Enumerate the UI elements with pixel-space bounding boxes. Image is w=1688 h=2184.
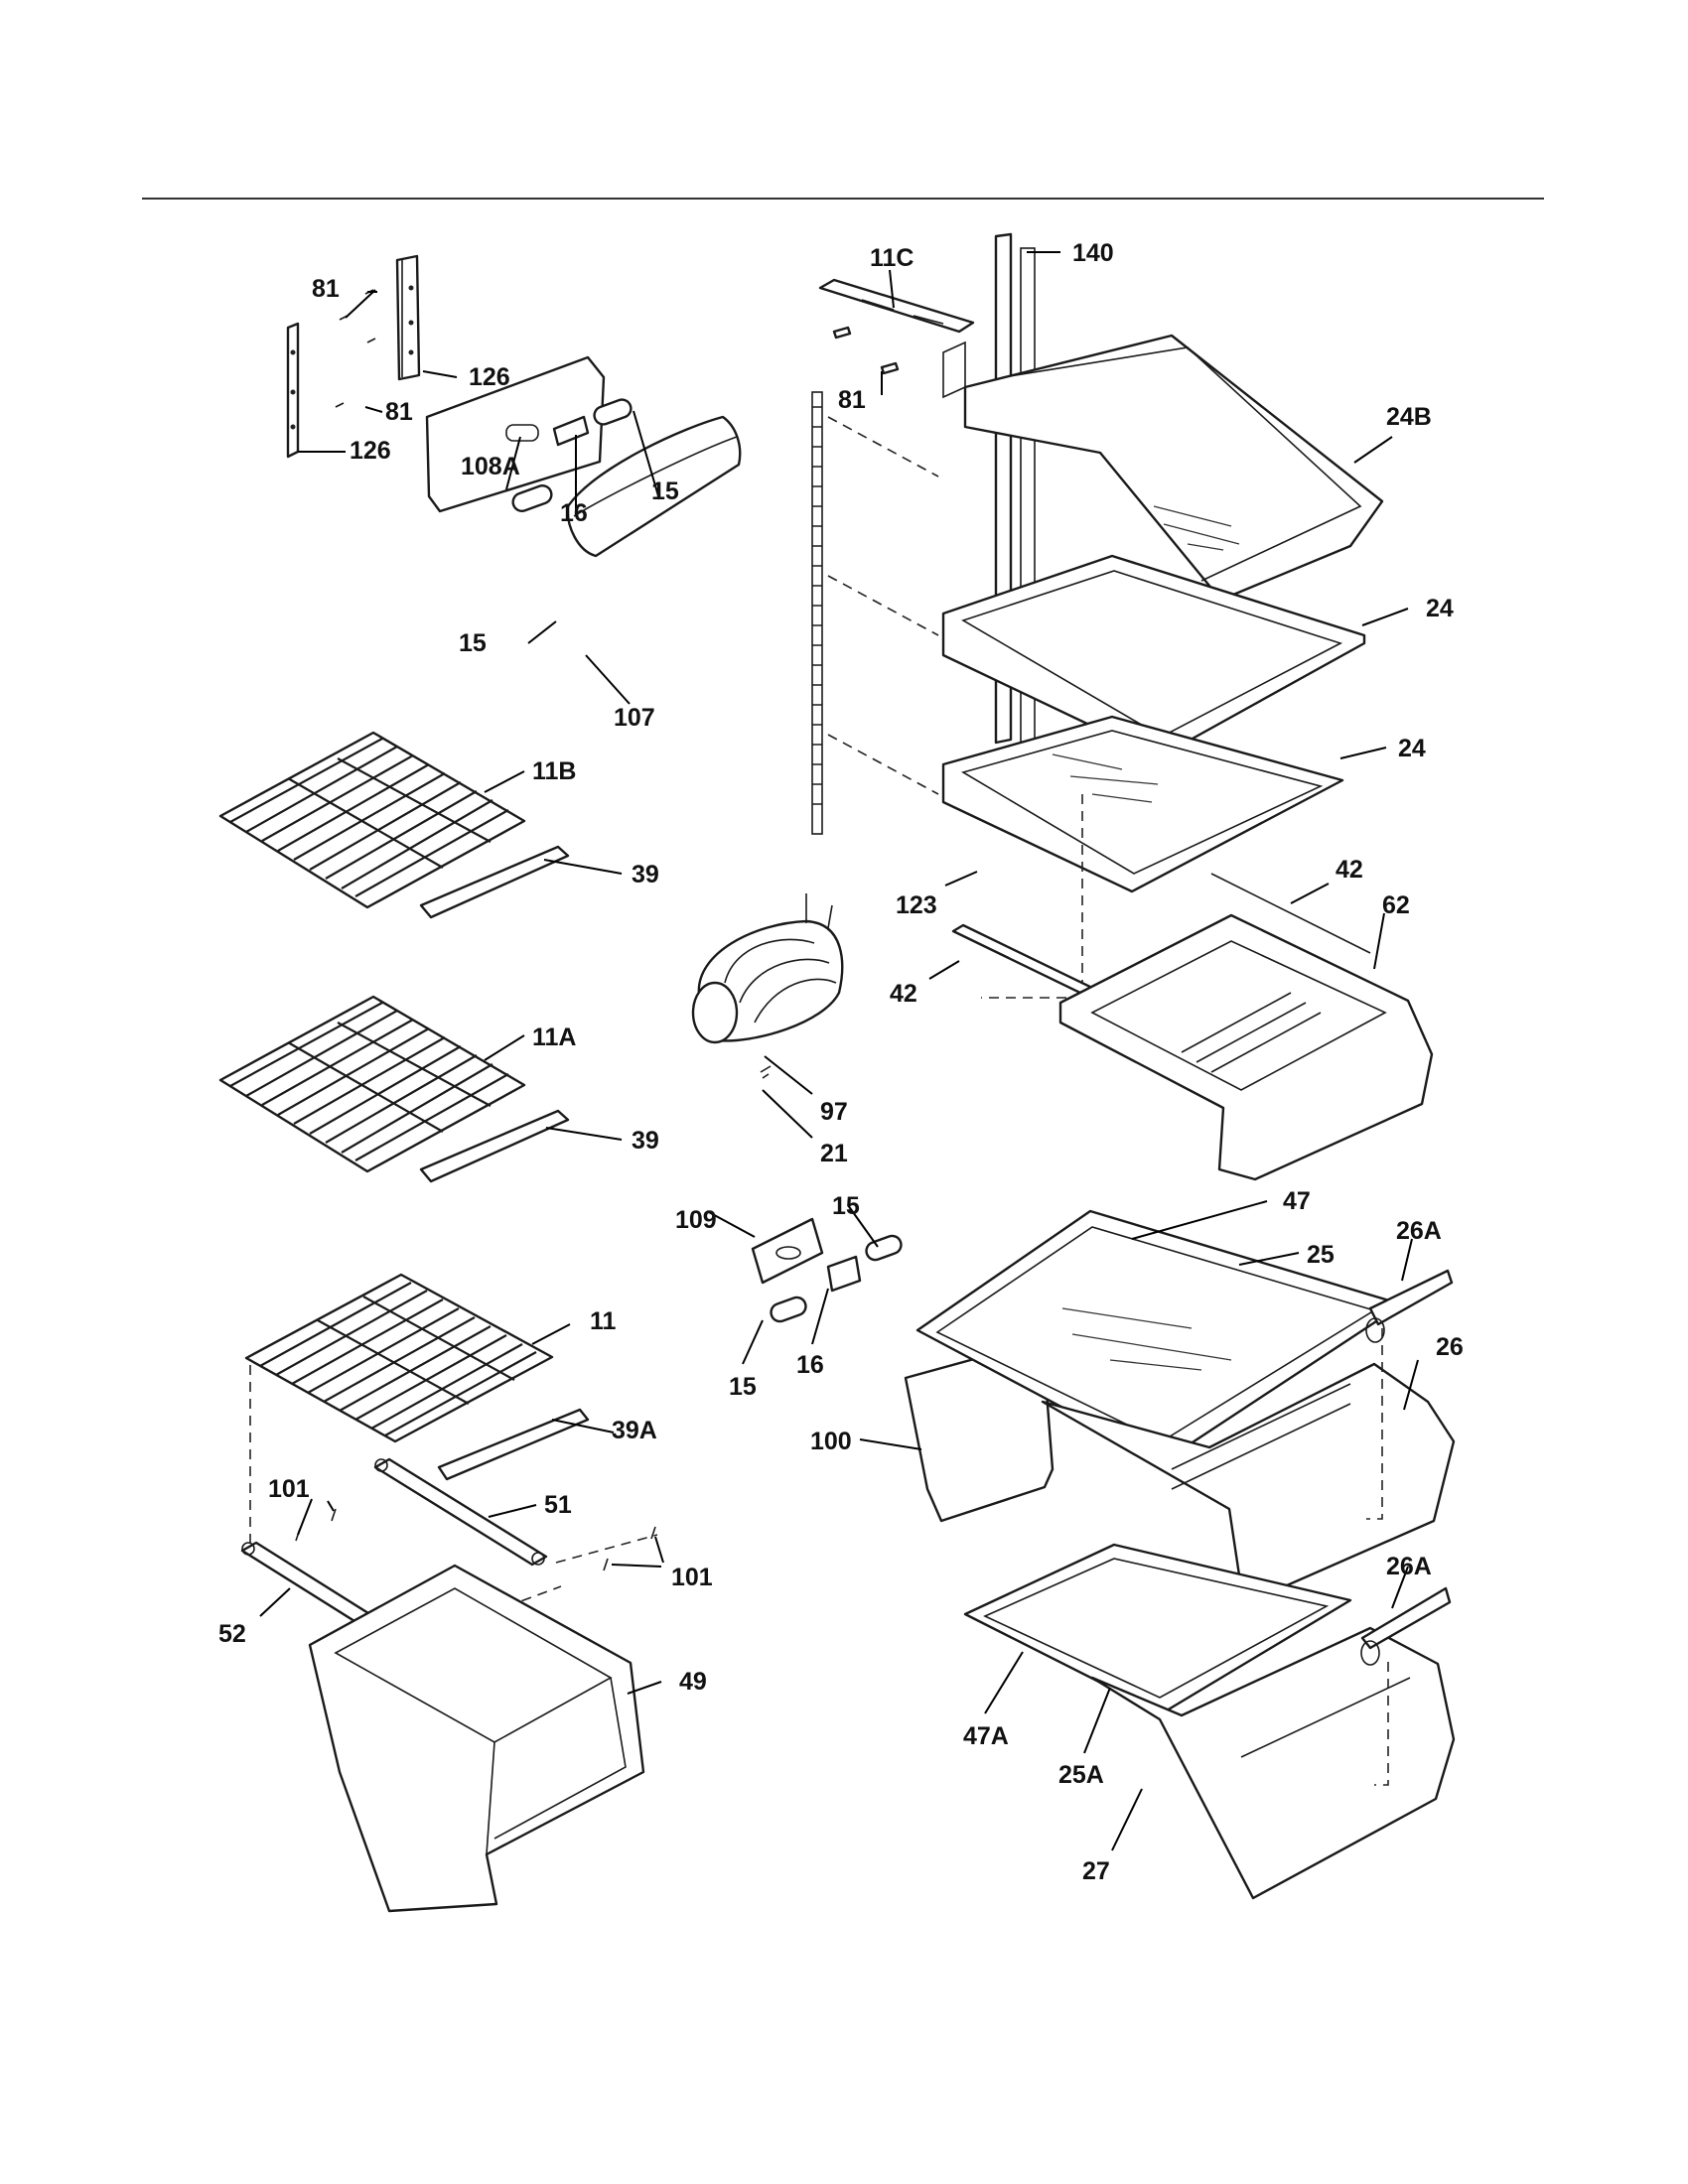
- bin-49: [308, 1564, 645, 1913]
- callout-97: 97: [820, 1098, 848, 1126]
- callout-81: 81: [312, 275, 340, 303]
- guide-lines-shelves: [827, 416, 1083, 999]
- callout-21: 21: [820, 1140, 848, 1167]
- guide-lines-drawers: [1366, 1328, 1389, 1786]
- callout-107: 107: [614, 704, 655, 732]
- callout-109: 109: [675, 1206, 717, 1234]
- callout-126: 126: [469, 363, 510, 391]
- socket-16-top: [552, 415, 590, 447]
- callout-24B: 24B: [1386, 403, 1432, 431]
- shelf-ladder-left: [811, 391, 823, 835]
- rail-bracket-11C: [818, 278, 975, 334]
- leader-lines: [259, 251, 1419, 1851]
- callout-42: 42: [1336, 856, 1363, 884]
- callout-51: 51: [544, 1491, 572, 1519]
- callout-47: 47: [1283, 1187, 1311, 1215]
- bulb-15-lower: [511, 484, 553, 512]
- callout-25A: 25A: [1058, 1761, 1104, 1789]
- shelf-trim-39A: [437, 1408, 590, 1481]
- crisper-rail-42-right: [1210, 873, 1371, 954]
- slide-26A-bottom: [1360, 1586, 1452, 1666]
- drawer-27: [1090, 1626, 1456, 1900]
- slide-26A-top: [1365, 1269, 1454, 1343]
- callout-123: 123: [896, 891, 937, 919]
- callout-39: 39: [632, 861, 659, 888]
- callout-101: 101: [268, 1475, 310, 1503]
- callout-140: 140: [1072, 239, 1114, 267]
- callout-26A: 26A: [1396, 1217, 1442, 1245]
- bulb-15-right: [865, 1234, 903, 1262]
- callout-49: 49: [679, 1668, 707, 1696]
- callout-108A: 108A: [461, 453, 520, 480]
- crisper-drawer-62: [1058, 913, 1434, 1181]
- wire-shelf-11: [244, 1273, 554, 1443]
- glass-shelf-24-upper: [941, 554, 1366, 756]
- drawer-26: [1041, 1362, 1456, 1602]
- callout-11A: 11A: [532, 1024, 576, 1051]
- callout-25: 25: [1307, 1241, 1335, 1269]
- callout-16: 16: [796, 1351, 824, 1379]
- light-housing-108A: [425, 355, 606, 513]
- light-cover-109: [751, 1217, 824, 1285]
- wire-shelf-11A: [218, 995, 526, 1173]
- callout-11B: 11B: [532, 757, 576, 785]
- shelf-trim-39-upper: [419, 845, 570, 919]
- screws-81-center: [832, 326, 900, 375]
- callout-16: 16: [560, 499, 588, 527]
- callout-100: 100: [810, 1428, 852, 1455]
- bracket-126-left: [286, 322, 300, 459]
- glass-shelf-24-lower: [941, 715, 1344, 893]
- heater-97: [691, 893, 844, 1044]
- shelf-trim-39-lower: [419, 1109, 570, 1183]
- callout-52: 52: [218, 1620, 246, 1648]
- callout-15: 15: [832, 1192, 860, 1220]
- callout-15: 15: [459, 629, 487, 657]
- callout-11C: 11C: [870, 244, 914, 272]
- bracket-126-right: [395, 254, 421, 381]
- callout-24: 24: [1426, 595, 1454, 622]
- callout-27: 27: [1082, 1857, 1110, 1885]
- callout-24: 24: [1398, 735, 1426, 762]
- callout-47A: 47A: [963, 1722, 1009, 1750]
- callout-26: 26: [1436, 1333, 1464, 1361]
- callout-42: 42: [890, 980, 917, 1008]
- callout-101: 101: [671, 1564, 713, 1591]
- callout-62: 62: [1382, 891, 1410, 919]
- callout-81: 81: [838, 386, 866, 414]
- socket-16-bottom: [826, 1255, 862, 1293]
- callout-labels: 81 126 81 126 108A 16 15 15 107 11B 39 1…: [218, 239, 1464, 1885]
- callout-15: 15: [651, 478, 679, 505]
- callout-39: 39: [632, 1127, 659, 1155]
- callout-15: 15: [729, 1373, 757, 1401]
- bulb-15-left: [770, 1296, 807, 1323]
- screw-21: [760, 1065, 772, 1079]
- callout-26A: 26A: [1386, 1553, 1432, 1580]
- callout-81: 81: [385, 398, 413, 426]
- callout-11: 11: [590, 1307, 617, 1335]
- rail-51: [373, 1457, 548, 1567]
- bulb-15-upper: [593, 398, 633, 426]
- callout-126: 126: [350, 437, 391, 465]
- callout-39A: 39A: [612, 1417, 657, 1444]
- wire-shelf-11B: [218, 731, 526, 909]
